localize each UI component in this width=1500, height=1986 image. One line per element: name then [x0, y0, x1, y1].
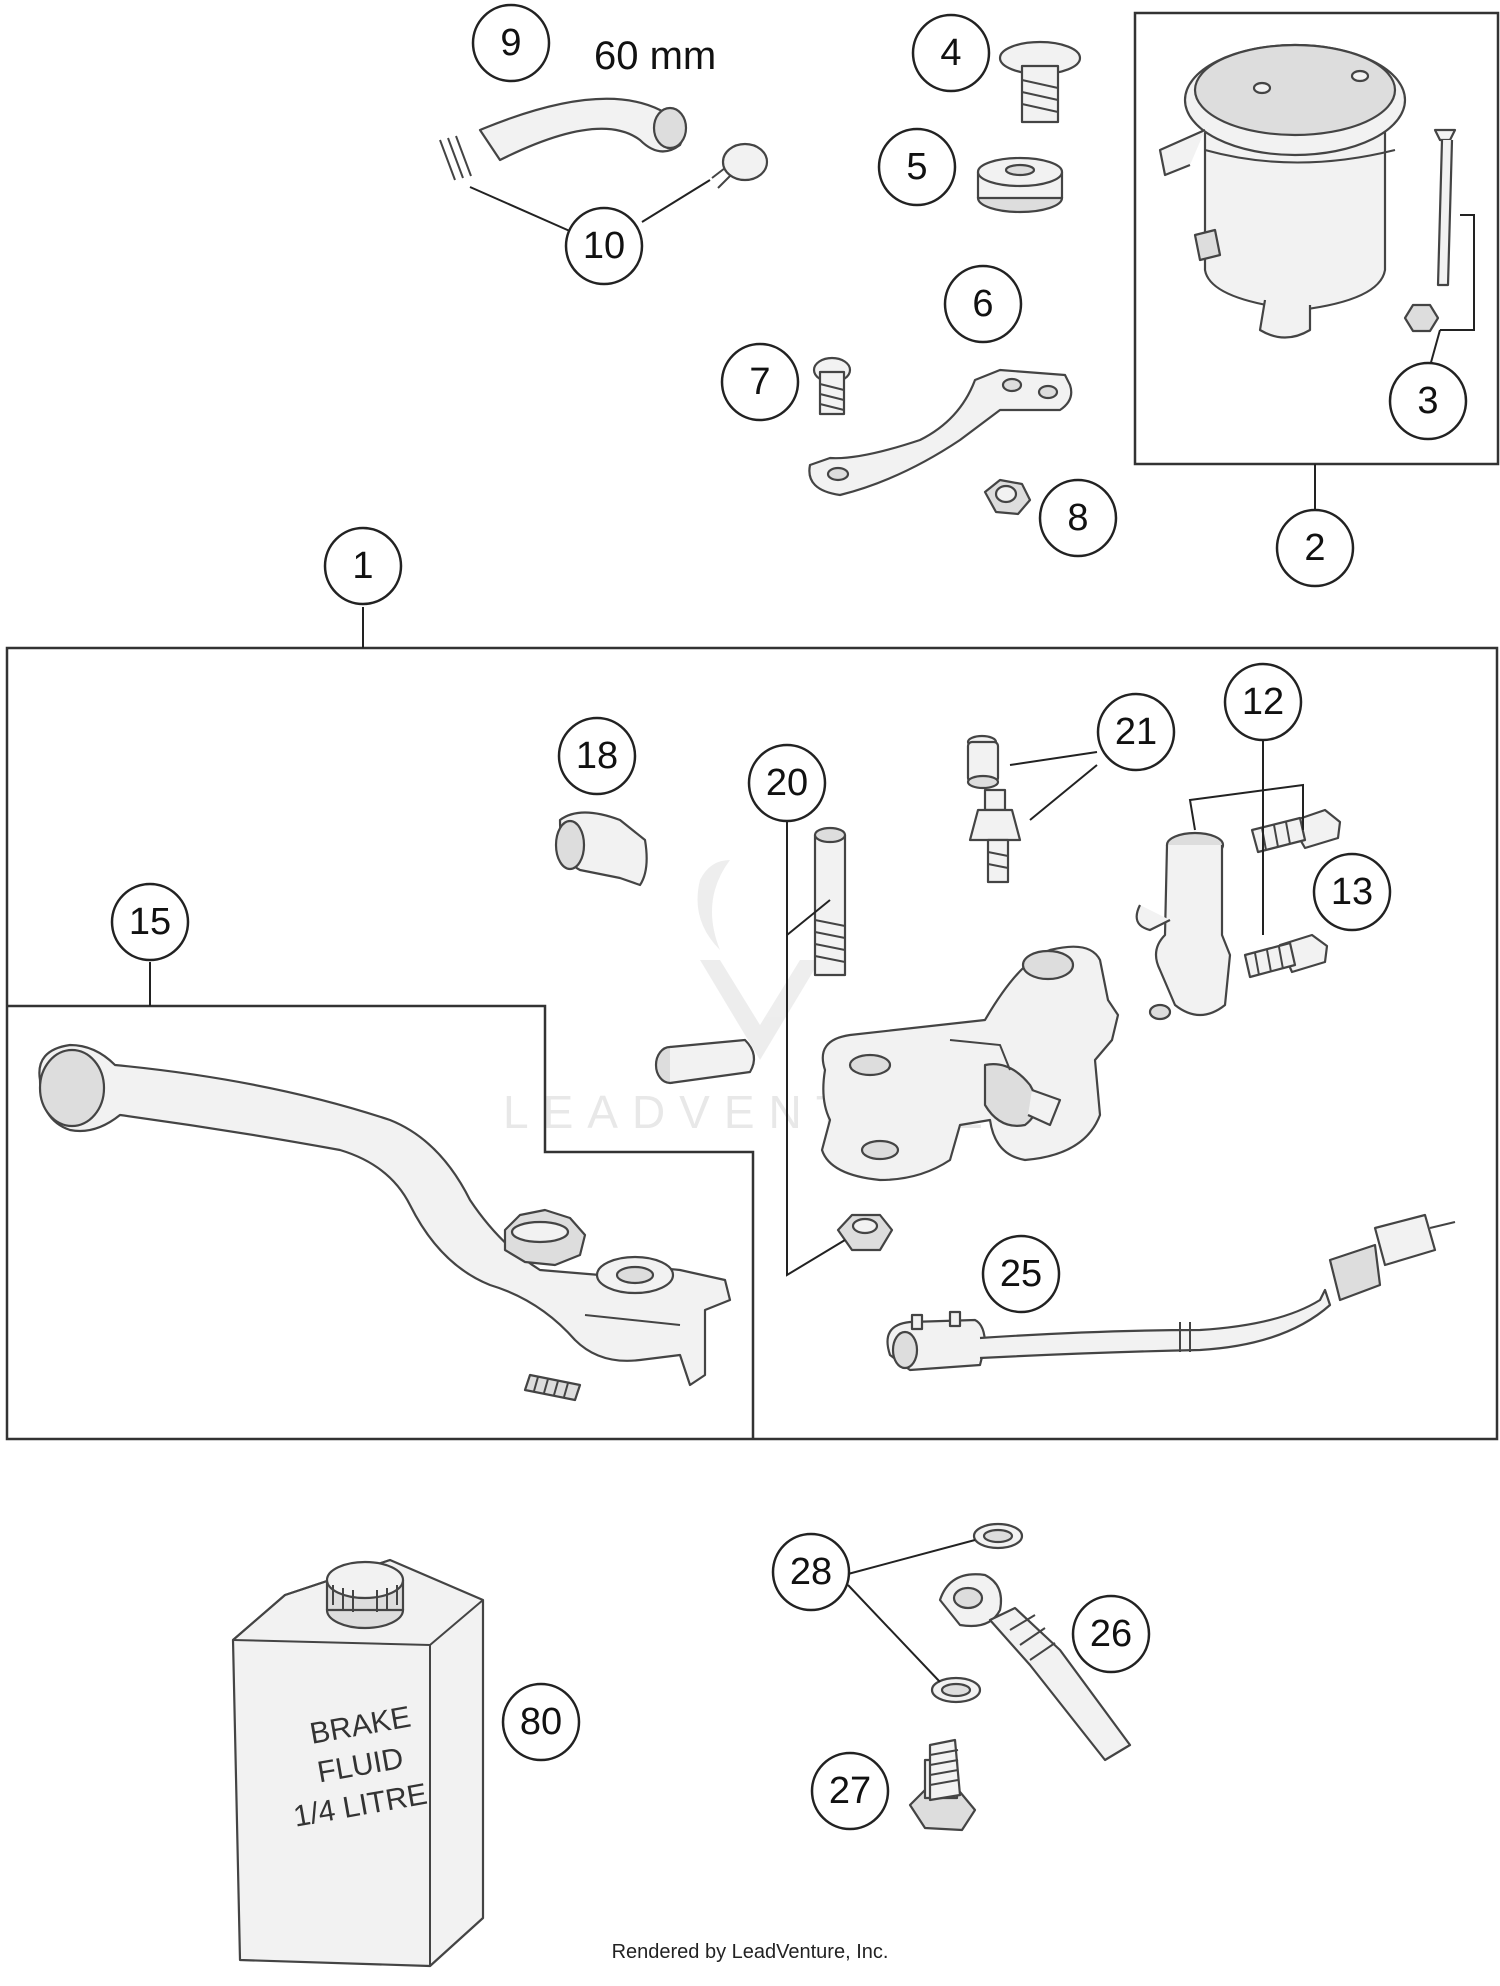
callout-18: 18: [557, 716, 637, 796]
lever-spring: [523, 1373, 582, 1402]
svg-text:3: 3: [1417, 380, 1438, 422]
callout-15: 15: [110, 882, 190, 962]
callout-5: 5: [877, 127, 957, 207]
hose-clamp-left: [439, 135, 472, 181]
callout-12: 12: [1223, 662, 1303, 742]
callout-80: 80: [501, 1682, 581, 1762]
bolt-part-7: [812, 356, 852, 416]
callout-26: 26: [1071, 1594, 1151, 1674]
bleeder-cap-part-21: [966, 734, 1000, 790]
callout-3: 3: [1388, 361, 1468, 441]
pin-bolt-left: [654, 1038, 756, 1085]
clamp-bolt-upper-part-13: [1250, 808, 1342, 854]
cap-part-18: [554, 811, 648, 887]
svg-text:28: 28: [790, 1551, 832, 1593]
brake-hose-part-26: [938, 1573, 1132, 1762]
callout-7: 7: [720, 342, 800, 422]
svg-text:10: 10: [583, 225, 625, 267]
svg-text:25: 25: [1000, 1253, 1042, 1295]
pivot-pin-part-20: [813, 826, 847, 977]
callout-9: 9: [471, 3, 551, 83]
handlebar-clamp-part-12: [1135, 831, 1232, 1021]
clamp-bolt-lower-part-13: [1243, 933, 1329, 979]
svg-text:20: 20: [766, 762, 808, 804]
bracket-part-6: [808, 368, 1073, 497]
svg-text:4: 4: [940, 32, 961, 74]
banjo-bolt-part-27: [908, 1738, 977, 1832]
callout-28: 28: [771, 1532, 851, 1612]
svg-text:8: 8: [1067, 497, 1088, 539]
nut-part-8: [983, 478, 1032, 516]
svg-text:5: 5: [906, 146, 927, 188]
callout-1: 1: [323, 526, 403, 606]
lever-group-box: [7, 1004, 755, 1439]
svg-text:27: 27: [829, 1770, 871, 1812]
reservoir-part-2: [1158, 43, 1407, 339]
callout-27: 27: [810, 1751, 890, 1831]
svg-text:7: 7: [749, 361, 770, 403]
svg-text:1: 1: [352, 545, 373, 587]
svg-text:12: 12: [1242, 681, 1284, 723]
callout-8: 8: [1038, 478, 1118, 558]
brake-lever-part-15: [38, 1043, 732, 1387]
callout-4: 4: [911, 13, 991, 93]
hose-clamp-right: [711, 142, 769, 189]
svg-text:80: 80: [520, 1701, 562, 1743]
callout-13: 13: [1312, 852, 1392, 932]
svg-text:9: 9: [500, 22, 521, 64]
svg-text:26: 26: [1090, 1613, 1132, 1655]
hose-part: [478, 97, 688, 162]
master-cylinder-body: [820, 945, 1120, 1182]
sealing-washer-lower-part-28: [930, 1676, 982, 1704]
leader-lines: [149, 179, 1441, 1683]
grommet-part-5: [976, 156, 1064, 214]
callout-10: 10: [564, 206, 644, 286]
sealing-washer-upper-part-28: [972, 1522, 1024, 1550]
callout-2: 2: [1275, 508, 1355, 588]
pivot-nut-part-20: [836, 1213, 894, 1252]
callout-6: 6: [943, 264, 1023, 344]
svg-text:13: 13: [1331, 871, 1373, 913]
callout-20: 20: [747, 743, 827, 823]
callout-25: 25: [981, 1234, 1061, 1314]
callout-21: 21: [1096, 692, 1176, 772]
svg-text:6: 6: [972, 283, 993, 325]
brake-light-switch-part-25: [886, 1213, 1456, 1372]
svg-text:2: 2: [1304, 527, 1325, 569]
svg-text:15: 15: [129, 901, 171, 943]
screw-and-nut-part-3: [1403, 128, 1475, 333]
footer-credit: Rendered by LeadVenture, Inc.: [612, 1941, 889, 1963]
brake-fluid-bottle-part-80: BRAKE FLUID 1/4 LITRE: [231, 1558, 485, 1968]
svg-text:21: 21: [1115, 711, 1157, 753]
bleeder-nipple-part-21: [968, 788, 1022, 884]
svg-text:18: 18: [576, 735, 618, 777]
screw-part-4: [998, 40, 1082, 124]
hose-length-label: 60 mm: [594, 34, 716, 78]
reservoir-group-box: [1133, 11, 1500, 466]
